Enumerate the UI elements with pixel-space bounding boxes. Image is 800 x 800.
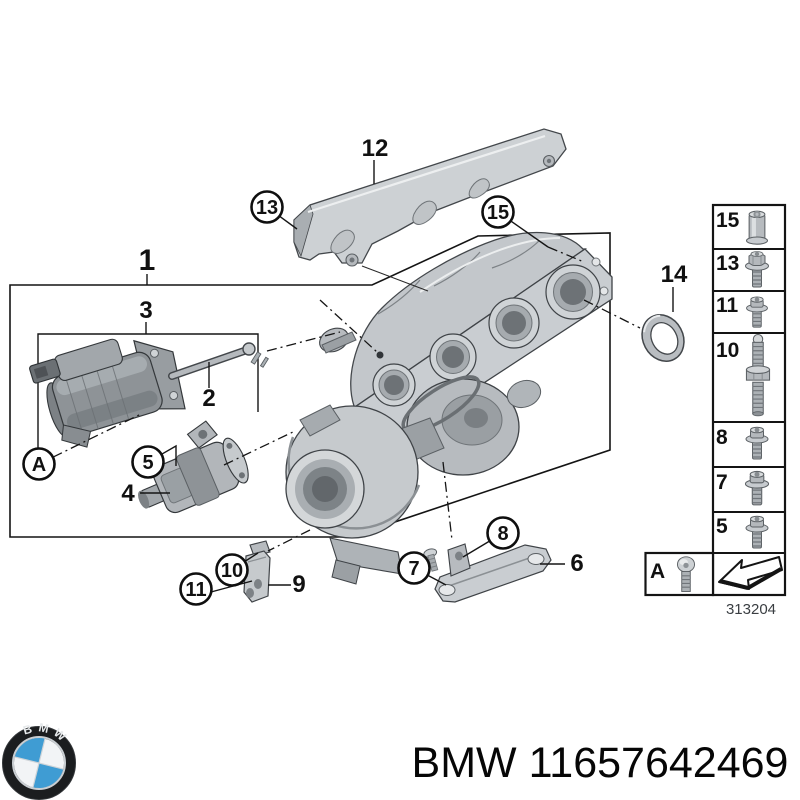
callout-1: 1 bbox=[139, 244, 156, 277]
legend-label-7: 7 bbox=[716, 471, 728, 494]
fastener-legend: 15 13 11 10 8 7 5 A 313204 bbox=[644, 203, 787, 618]
legend-label-8: 8 bbox=[716, 426, 728, 449]
legend-label-5: 5 bbox=[716, 515, 728, 538]
manifold-port bbox=[545, 264, 601, 320]
callout-9: 9 bbox=[292, 571, 305, 598]
small-bracket-part bbox=[243, 540, 271, 603]
support-bracket-part bbox=[423, 543, 552, 603]
position-sensor-part bbox=[138, 420, 249, 514]
legend-label-13: 13 bbox=[716, 252, 739, 275]
actuator-rod-part bbox=[168, 342, 269, 380]
roundel-quadrant-blue bbox=[14, 738, 46, 763]
turbocharger-part bbox=[285, 327, 542, 585]
callout-6: 6 bbox=[570, 550, 583, 577]
roundel-quadrant-blue bbox=[32, 763, 64, 788]
callout-7: 7 bbox=[408, 558, 419, 580]
installation-direction-arrow-icon bbox=[718, 556, 783, 590]
callout-A: A bbox=[32, 454, 46, 476]
callout-15: 15 bbox=[487, 202, 509, 224]
bmw-roundel-logo: BMW bbox=[2, 715, 76, 800]
legend-label-A: A bbox=[650, 560, 665, 583]
legend-label-11: 11 bbox=[716, 294, 739, 317]
callout-4: 4 bbox=[121, 480, 135, 507]
callout-11: 11 bbox=[185, 579, 206, 601]
rivet-nut-icon bbox=[745, 210, 769, 245]
group-bracket-3 bbox=[37, 333, 259, 448]
callout-14: 14 bbox=[661, 261, 688, 288]
callout-8: 8 bbox=[497, 523, 508, 545]
manifold-port bbox=[372, 363, 416, 407]
part-number-title: BMW 11657642469 bbox=[412, 739, 789, 787]
callout-3: 3 bbox=[139, 297, 152, 324]
gasket-ring-part bbox=[641, 314, 685, 362]
callout-13: 13 bbox=[256, 197, 278, 219]
legend-label-15: 15 bbox=[716, 209, 740, 232]
manifold-port bbox=[488, 297, 540, 349]
legend-label-10: 10 bbox=[716, 339, 739, 362]
callout-2: 2 bbox=[202, 385, 215, 412]
diagram-code: 313204 bbox=[726, 601, 776, 618]
heat-shield-part bbox=[293, 128, 567, 267]
manifold-port bbox=[429, 333, 477, 381]
callouts: 1 2 3 4 5 6 7 8 9 10 11 12 13 14 15 A bbox=[22, 135, 688, 606]
wastegate-actuator-part bbox=[29, 338, 186, 448]
callout-5: 5 bbox=[142, 452, 153, 474]
callout-12: 12 bbox=[362, 135, 389, 162]
callout-10: 10 bbox=[221, 560, 243, 582]
leader-lines bbox=[52, 160, 674, 593]
